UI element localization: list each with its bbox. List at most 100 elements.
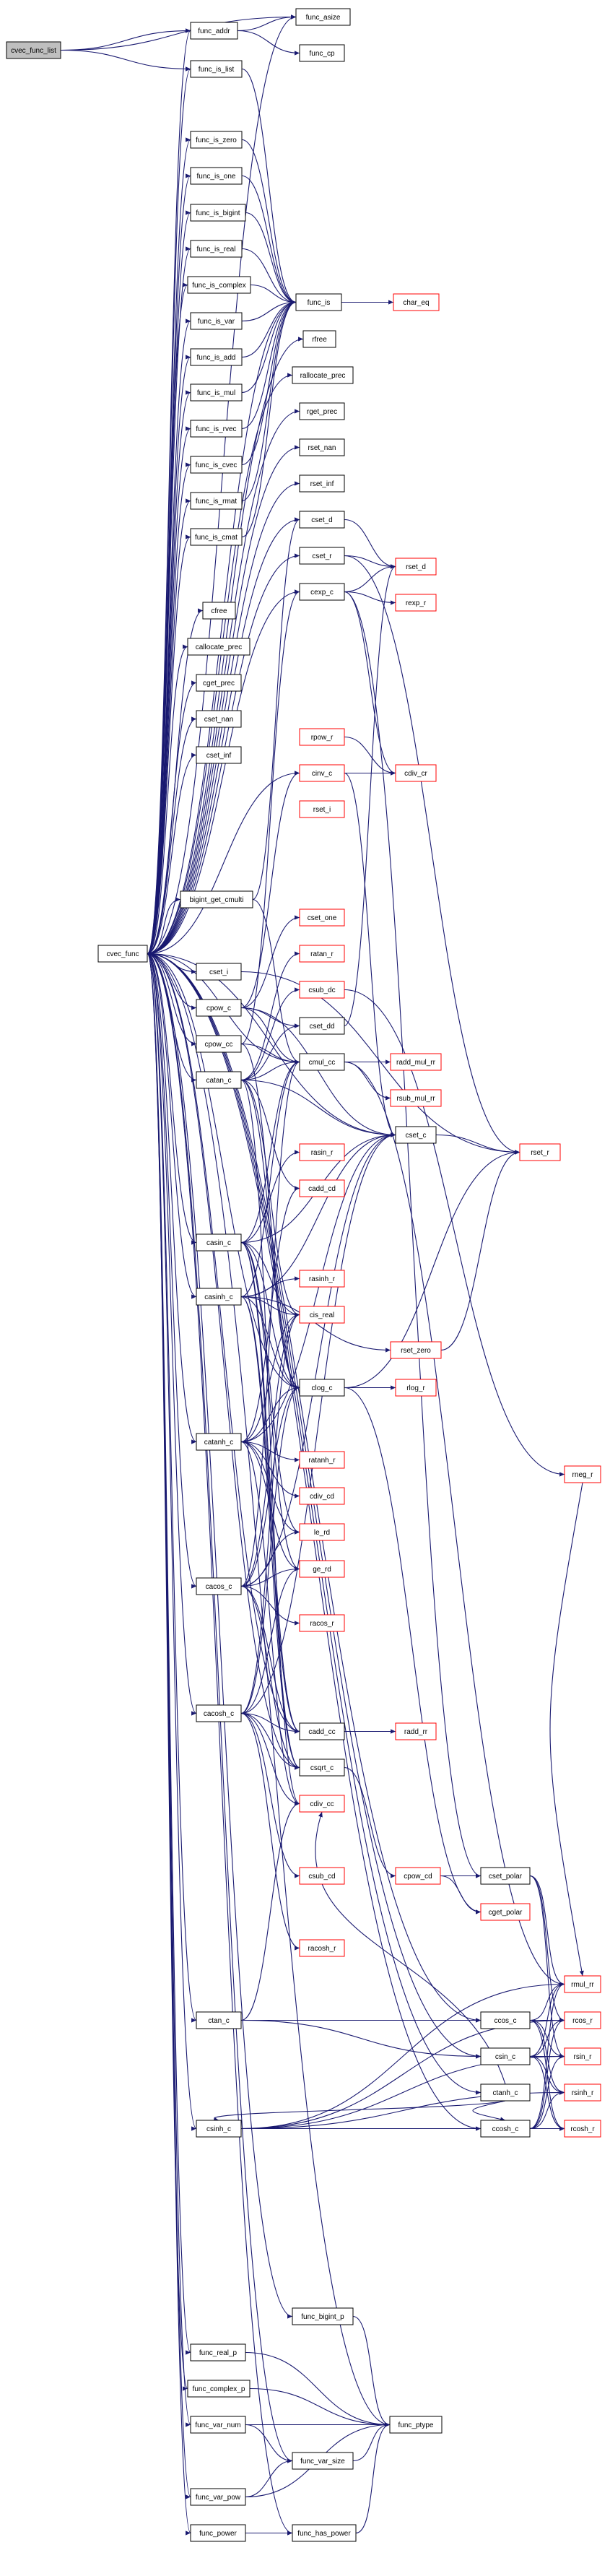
node-func_is_complex[interactable]: func_is_complex (187, 276, 251, 294)
node-cvec_func_list[interactable]: cvec_func_list (6, 41, 61, 59)
node-rset_inf[interactable]: rset_inf (299, 474, 345, 493)
node-cset_dd[interactable]: cset_dd (299, 1017, 345, 1035)
node-cdiv_cc[interactable]: cdiv_cc (299, 1795, 345, 1813)
node-rneg_r[interactable]: rneg_r (564, 1465, 601, 1483)
node-func_is_rvec[interactable]: func_is_rvec (190, 420, 243, 438)
node-cvec_func[interactable]: cvec_func (97, 945, 148, 963)
node-func_is_zero[interactable]: func_is_zero (190, 131, 243, 149)
node-cset_nan[interactable]: cset_nan (196, 710, 242, 728)
node-rset_i[interactable]: rset_i (299, 800, 345, 818)
node-func_complex_p[interactable]: func_complex_p (187, 2380, 250, 2398)
node-func_is_real[interactable]: func_is_real (190, 240, 243, 258)
node-csub_dc[interactable]: csub_dc (299, 981, 345, 999)
node-ccos_c[interactable]: ccos_c (480, 2011, 531, 2029)
node-rpow_r[interactable]: rpow_r (299, 728, 345, 746)
node-ctan_c[interactable]: ctan_c (196, 2011, 242, 2029)
node-cset_polar[interactable]: cset_polar (480, 1867, 531, 1885)
node-func_is_one[interactable]: func_is_one (190, 167, 243, 185)
node-radd_rr[interactable]: radd_rr (395, 1722, 437, 1740)
node-func_is_add[interactable]: func_is_add (190, 348, 243, 366)
node-func_addr[interactable]: func_addr (190, 22, 238, 40)
node-csub_cd[interactable]: csub_cd (299, 1867, 345, 1885)
node-cpow_cd[interactable]: cpow_cd (395, 1867, 441, 1885)
node-func_ptype[interactable]: func_ptype (389, 2416, 443, 2434)
node-cacos_c[interactable]: cacos_c (196, 1577, 242, 1595)
node-ctanh_c[interactable]: ctanh_c (480, 2083, 531, 2102)
node-cget_polar[interactable]: cget_polar (480, 1903, 531, 1921)
node-casinh_c[interactable]: casinh_c (196, 1288, 242, 1306)
node-cdiv_cr[interactable]: cdiv_cr (395, 764, 437, 782)
node-func_is_cmat[interactable]: func_is_cmat (190, 528, 243, 546)
node-le_rd[interactable]: le_rd (299, 1523, 345, 1541)
node-rcosh_r[interactable]: rcosh_r (564, 2120, 601, 2138)
node-func_is_var[interactable]: func_is_var (190, 312, 243, 330)
node-cdiv_cd[interactable]: cdiv_cd (299, 1487, 345, 1505)
node-cset_d[interactable]: cset_d (299, 511, 345, 529)
node-func_real_p[interactable]: func_real_p (190, 2343, 246, 2362)
node-rcos_r[interactable]: rcos_r (564, 2011, 601, 2029)
node-func_is_rmat[interactable]: func_is_rmat (190, 492, 243, 510)
node-rmul_rr[interactable]: rmul_rr (564, 1975, 601, 1993)
node-cinv_c[interactable]: cinv_c (299, 764, 345, 782)
node-cset_c[interactable]: cset_c (395, 1126, 437, 1144)
node-rasin_r[interactable]: rasin_r (299, 1143, 345, 1161)
node-rsub_mul_rr[interactable]: rsub_mul_rr (390, 1089, 442, 1107)
node-csin_c[interactable]: csin_c (480, 2047, 531, 2065)
node-func_is_mul[interactable]: func_is_mul (190, 383, 243, 402)
node-func_bigint_p[interactable]: func_bigint_p (292, 2307, 354, 2325)
node-rset_d[interactable]: rset_d (395, 558, 437, 576)
node-rlog_r[interactable]: rlog_r (395, 1379, 437, 1397)
node-cexp_c[interactable]: cexp_c (299, 583, 345, 601)
node-racosh_r[interactable]: racosh_r (299, 1939, 345, 1957)
node-rsin_r[interactable]: rsin_r (564, 2047, 601, 2065)
node-bigint_get_cmulti[interactable]: bigint_get_cmulti (180, 890, 253, 908)
node-cadd_cc[interactable]: cadd_cc (299, 1722, 345, 1740)
node-ccosh_c[interactable]: ccosh_c (480, 2120, 531, 2138)
node-rallocate_prec[interactable]: rallocate_prec (292, 366, 354, 384)
node-clog_c[interactable]: clog_c (299, 1379, 345, 1397)
node-cset_inf[interactable]: cset_inf (196, 746, 242, 764)
node-func_var_num[interactable]: func_var_num (190, 2416, 246, 2434)
node-rasinh_r[interactable]: rasinh_r (299, 1270, 345, 1288)
node-racos_r[interactable]: racos_r (299, 1614, 345, 1632)
node-catanh_c[interactable]: catanh_c (196, 1433, 242, 1451)
node-func_is_cvec[interactable]: func_is_cvec (190, 456, 243, 474)
node-casin_c[interactable]: casin_c (196, 1233, 242, 1252)
node-rexp_r[interactable]: rexp_r (395, 594, 437, 612)
node-ratan_r[interactable]: ratan_r (299, 945, 345, 963)
node-func_power[interactable]: func_power (190, 2524, 246, 2542)
node-radd_mul_rr[interactable]: radd_mul_rr (390, 1053, 442, 1071)
node-cacosh_c[interactable]: cacosh_c (196, 1704, 242, 1722)
node-csinh_c[interactable]: csinh_c (196, 2120, 242, 2138)
node-func_is_bigint[interactable]: func_is_bigint (190, 204, 246, 222)
node-rset_zero[interactable]: rset_zero (390, 1341, 442, 1359)
node-func_var_pow[interactable]: func_var_pow (190, 2488, 246, 2506)
node-cfree[interactable]: cfree (202, 602, 236, 620)
node-ratanh_r[interactable]: ratanh_r (299, 1451, 345, 1469)
node-char_eq[interactable]: char_eq (393, 293, 440, 311)
node-func_cp[interactable]: func_cp (299, 44, 345, 62)
node-cis_real[interactable]: cis_real (299, 1306, 345, 1324)
node-cset_i[interactable]: cset_i (196, 963, 242, 981)
node-func_asize[interactable]: func_asize (295, 8, 351, 26)
node-cmul_cc[interactable]: cmul_cc (299, 1053, 345, 1071)
node-func_has_power[interactable]: func_has_power (292, 2524, 357, 2542)
node-func_is_list[interactable]: func_is_list (190, 60, 243, 78)
node-func_var_size[interactable]: func_var_size (292, 2452, 354, 2470)
node-cadd_cd[interactable]: cadd_cd (299, 1179, 345, 1197)
node-rset_r[interactable]: rset_r (519, 1143, 561, 1161)
node-catan_c[interactable]: catan_c (196, 1071, 242, 1089)
node-rsinh_r[interactable]: rsinh_r (564, 2083, 601, 2102)
node-ge_rd[interactable]: ge_rd (299, 1560, 345, 1578)
node-cset_r[interactable]: cset_r (299, 547, 345, 565)
node-cpow_cc[interactable]: cpow_cc (196, 1035, 242, 1053)
node-callocate_prec[interactable]: callocate_prec (187, 638, 250, 656)
node-cpow_c[interactable]: cpow_c (196, 999, 242, 1017)
node-func_is[interactable]: func_is (295, 293, 342, 311)
node-rfree[interactable]: rfree (302, 330, 336, 348)
node-rget_prec[interactable]: rget_prec (299, 402, 345, 420)
node-csqrt_c[interactable]: csqrt_c (299, 1758, 345, 1777)
node-cset_one[interactable]: cset_one (299, 908, 345, 927)
node-cget_prec[interactable]: cget_prec (196, 674, 242, 692)
node-rset_nan[interactable]: rset_nan (299, 438, 345, 456)
